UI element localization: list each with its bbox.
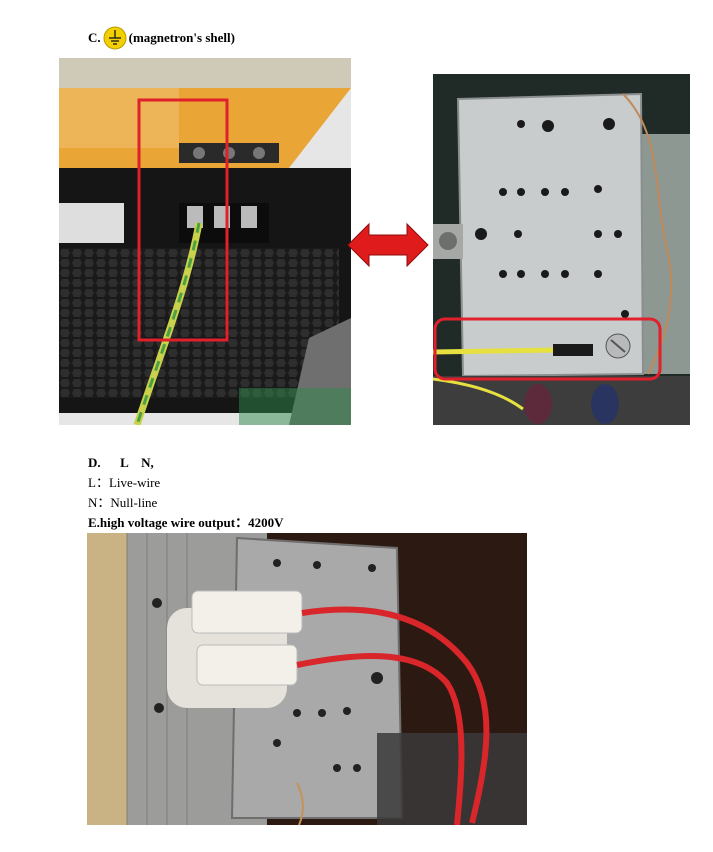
magnetron-photo — [433, 74, 690, 425]
live-wire-line: L：Live-wire — [88, 475, 161, 490]
ground-symbol-icon — [103, 26, 127, 50]
section-e-heading: E.high voltage wire output：4200V — [88, 515, 284, 530]
section-c-label: (magnetron's shell) — [128, 30, 235, 45]
double-arrow-icon — [347, 222, 429, 268]
transformer-photo — [87, 533, 527, 825]
section-c-heading: C. (magnetron's shell) — [88, 24, 235, 52]
section-c-prefix: C. — [88, 30, 101, 45]
null-line-line: N：Null-line — [88, 495, 158, 510]
section-d-heading: D. L N, — [88, 455, 154, 470]
power-supply-photo — [59, 58, 351, 425]
